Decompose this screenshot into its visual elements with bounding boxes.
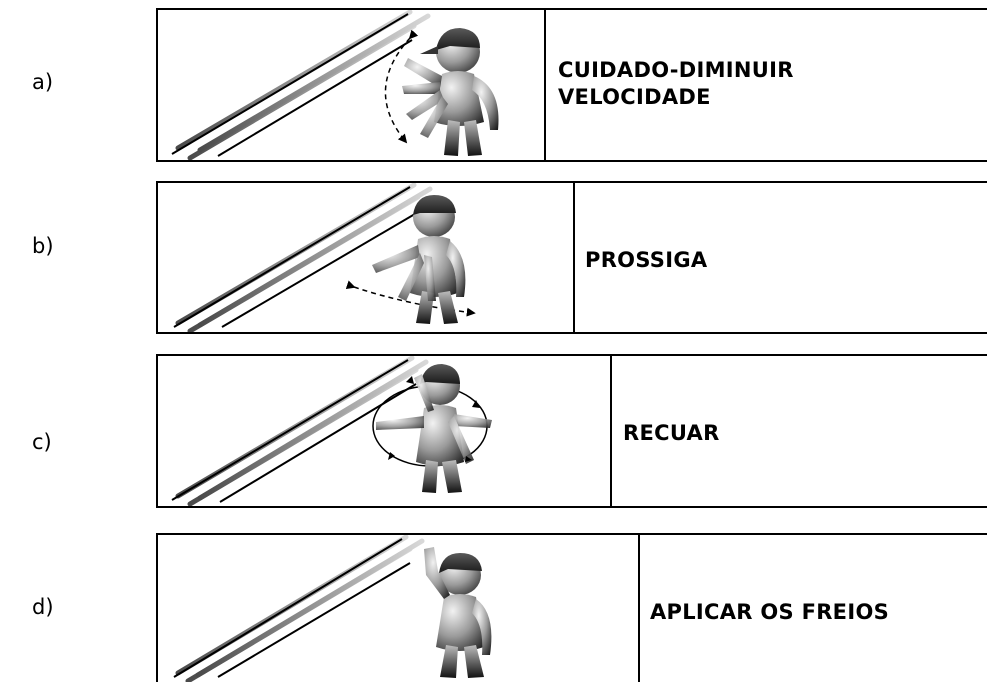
signalman-figure bbox=[402, 28, 499, 156]
motion-arc bbox=[345, 280, 476, 317]
option-label-b: b) bbox=[32, 234, 54, 258]
signal-illustration-b bbox=[158, 183, 575, 332]
signal-meaning-c-line-1: RECUAR bbox=[623, 421, 720, 445]
railway-track bbox=[171, 356, 429, 506]
signal-meaning-b: PROSSIGA bbox=[585, 247, 707, 274]
track-and-signalman-b bbox=[173, 183, 476, 332]
signal-meaning-a-line-1: CUIDADO-DIMINUIR bbox=[558, 58, 794, 82]
cropped-header-text bbox=[0, 0, 987, 8]
signal-panel-c: RECUAR bbox=[156, 354, 987, 508]
railway-track bbox=[171, 10, 431, 160]
signal-meaning-d-line-1: APLICAR OS FREIOS bbox=[650, 600, 890, 624]
signal-meaning-d: APLICAR OS FREIOS bbox=[650, 599, 889, 626]
signal-panel-a: CUIDADO-DIMINUIR VELOCIDADE bbox=[156, 8, 987, 162]
signalman-figure bbox=[376, 364, 492, 493]
signal-panel-b: PROSSIGA bbox=[156, 181, 987, 334]
railway-track bbox=[173, 535, 425, 682]
signal-illustration-a bbox=[158, 10, 546, 160]
signalman-figure bbox=[372, 195, 466, 324]
signalman-figure bbox=[424, 547, 492, 678]
option-label-a: a) bbox=[32, 70, 54, 94]
signal-meaning-c: RECUAR bbox=[623, 420, 720, 447]
motion-arc bbox=[384, 29, 419, 144]
signal-meaning-a-line-2: VELOCIDADE bbox=[558, 85, 711, 109]
track-and-signalman-c bbox=[171, 356, 492, 506]
track-and-signalman-d bbox=[173, 535, 492, 682]
signal-meaning-a: CUIDADO-DIMINUIR VELOCIDADE bbox=[558, 57, 794, 111]
signal-illustration-d bbox=[158, 535, 640, 682]
option-label-d: d) bbox=[32, 595, 54, 619]
track-and-signalman-a bbox=[171, 10, 499, 160]
signal-panel-d: APLICAR OS FREIOS bbox=[156, 533, 987, 682]
railway-track bbox=[173, 183, 433, 332]
signal-meaning-b-line-1: PROSSIGA bbox=[585, 248, 708, 272]
signal-illustration-c bbox=[158, 356, 612, 506]
option-label-c: c) bbox=[32, 430, 52, 454]
